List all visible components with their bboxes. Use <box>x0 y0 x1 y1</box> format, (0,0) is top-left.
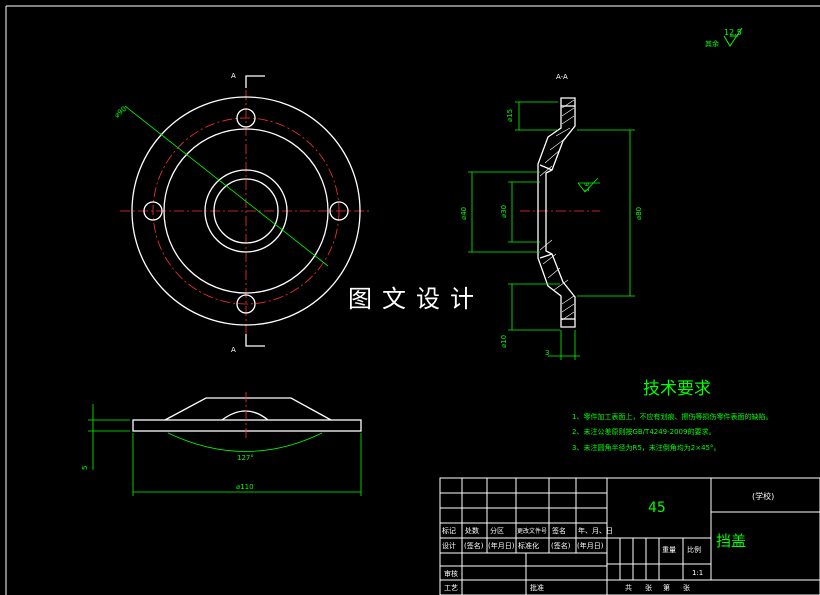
section-marker-lines <box>245 75 265 347</box>
weight: 重量 <box>662 546 676 554</box>
roughness-value: 12.5 <box>724 28 742 37</box>
row2-sign: (签名) <box>464 541 484 550</box>
sheets-current: 第 <box>663 583 670 592</box>
sheets-total: 共 <box>625 583 632 592</box>
drawing-frame <box>5 5 820 595</box>
sheets-unit-1: 张 <box>645 583 652 592</box>
dim-thickness: 3 <box>545 349 549 357</box>
dim-d30: ⌀30 <box>500 205 508 218</box>
row2-sign2: (签名) <box>551 541 571 550</box>
front-outlines <box>131 96 361 326</box>
tech-item-2: 2、未注公差原则按GB/T4249-2009的要求。 <box>572 427 715 436</box>
hdr-sign: 签名 <box>552 526 566 535</box>
review: 审核 <box>444 569 458 578</box>
sheets-unit-2: 张 <box>683 583 690 592</box>
row2-design: 设计 <box>442 541 456 550</box>
tech-title: 技术要求 <box>643 379 711 399</box>
dim-d40: ⌀40 <box>460 207 468 220</box>
tech-requirements: 技术要求 1、零件加工表面上，不应有划痕、擦伤等损伤零件表面的缺陷。 2、未注公… <box>572 379 772 452</box>
section-hatch <box>539 99 575 321</box>
process: 工艺 <box>444 584 458 592</box>
hdr-change-doc: 更改文件号 <box>517 527 547 535</box>
scale: 比例 <box>687 545 701 554</box>
dim-angle: 127° <box>237 454 254 462</box>
section-mark-top: A <box>231 72 236 80</box>
dia-leader <box>124 105 329 267</box>
dim-width: ⌀110 <box>236 483 254 491</box>
tech-item-1: 1、零件加工表面上，不应有划痕、擦伤等损伤零件表面的缺陷。 <box>572 412 772 421</box>
section-profile <box>537 97 576 328</box>
bottom-outline <box>132 397 362 432</box>
scale-value: 1:1 <box>692 569 703 577</box>
watermark: 图文设计 <box>336 282 496 316</box>
front-view: A A ⌀90 <box>113 72 370 354</box>
dim-d80: ⌀80 <box>635 207 643 220</box>
hdr-count: 处数 <box>465 526 479 535</box>
hdr-zone: 分区 <box>490 526 504 535</box>
section-title: A-A <box>556 73 568 81</box>
part-name: 挡盖 <box>716 532 746 550</box>
section-view: A-A <box>460 73 643 360</box>
hdr-mark: 标记 <box>442 526 456 535</box>
material: 45 <box>648 500 666 516</box>
roughness-label: 其余 <box>705 39 719 48</box>
approve: 批准 <box>530 583 544 592</box>
roughness-symbol-global: 12.5 其余 <box>705 27 743 48</box>
tech-item-3: 3、未注圆角半径为R5，未注倒角均为2×45°。 <box>572 443 721 452</box>
title-block: 45 (学校) 挡盖 标记 处数 分区 更改文件号 签名 年、月、日 设计 (签… <box>439 477 820 595</box>
row2-date: (年月日) <box>488 541 515 550</box>
school: (学校) <box>752 491 774 501</box>
dim-roughness: 1.6 <box>584 182 591 192</box>
bottom-dims <box>88 404 362 496</box>
bottom-view: ⌀110 5 127° <box>81 392 362 496</box>
row2-date2: (年月日) <box>577 541 604 550</box>
section-dims <box>468 101 635 360</box>
row2-standard: 标准化 <box>518 541 539 550</box>
title-block-grid <box>439 477 820 595</box>
dim-height: 5 <box>81 466 89 470</box>
dim-d10: ⌀10 <box>500 335 508 348</box>
dim-d15: ⌀15 <box>506 109 514 122</box>
hdr-date: 年、月、日 <box>578 526 613 535</box>
section-mark-bottom: A <box>231 346 236 354</box>
